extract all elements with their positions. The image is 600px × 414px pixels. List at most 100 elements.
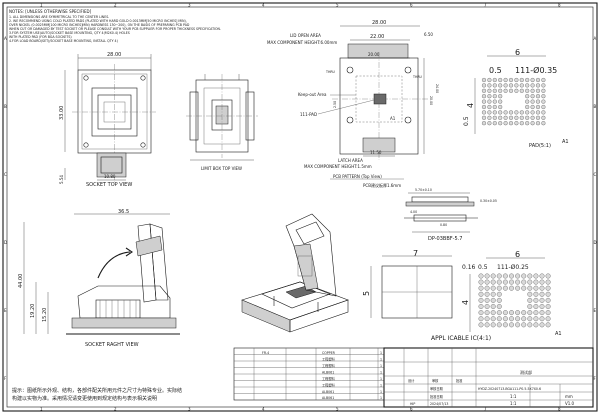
socket-top-view: 28.00 33.00 5.54 10.80 SOCKET TOP VIEW <box>59 52 156 188</box>
ball-pad <box>530 88 535 93</box>
tb-scale: 1:1 <box>510 394 517 399</box>
ruler-label: 5 <box>336 2 339 7</box>
ic-dim-6: 6 <box>515 250 520 259</box>
pad-dim-4: 4 <box>466 103 475 108</box>
thru-label: THRU <box>412 75 423 79</box>
ball-pad <box>521 310 527 316</box>
ball-pad <box>521 279 527 285</box>
ball-pad <box>527 291 533 297</box>
side-dim: 24.00 <box>435 84 439 93</box>
tb-sheet: 1:1 <box>510 401 517 406</box>
ball-pad <box>478 304 484 309</box>
tb-approve: 批准日期 <box>430 394 443 399</box>
ball-pad <box>487 121 492 126</box>
side-dim-1520: 15.20 <box>42 308 48 322</box>
ruler-label: 7 <box>484 2 487 7</box>
dim-bottom-label: 10.80 <box>104 174 116 179</box>
ball-pad <box>514 121 519 126</box>
ball-pad <box>519 110 524 115</box>
ball-pad <box>509 322 514 328</box>
ruler-label: 3 <box>188 407 191 412</box>
bom-cell: 1 <box>380 384 382 388</box>
ic-dim-7: 7 <box>413 249 418 258</box>
pcb-a1-label: A1 <box>390 116 396 121</box>
ball-pad <box>481 83 487 88</box>
ball-pad <box>508 121 514 126</box>
ball-pad <box>530 110 535 115</box>
side-dim: 2.50 <box>333 101 337 108</box>
ball-pad <box>487 115 492 120</box>
ruler-label: E <box>4 308 7 313</box>
ball-pad <box>519 88 524 93</box>
ruler-label: 4 <box>262 407 265 412</box>
ball-pad <box>509 316 514 322</box>
part-dim: 0.80 <box>440 223 447 227</box>
dim-width-label: 28.00 <box>107 52 121 58</box>
notes-block: NOTES: [UNLESS OTHERWISE SPECIFIED] 1. A… <box>9 9 221 43</box>
ball-pad <box>541 83 546 88</box>
ball-pad <box>535 99 541 104</box>
ball-pad <box>530 121 535 126</box>
dim-22-label: 22.00 <box>370 34 384 40</box>
ruler-label: 6 <box>410 2 413 7</box>
ball-pad <box>521 273 527 279</box>
ball-pad <box>527 310 533 316</box>
footer-note: 提示：图纸所示外观、结构，各部件配关所用元件之尺寸为特殊专业。实际结 构建以实物… <box>12 387 182 402</box>
ball-pad <box>535 77 541 83</box>
ruler-label: A <box>4 36 7 41</box>
mount-hole <box>404 116 412 124</box>
pad-spec: 111-Ø0.35 <box>515 65 557 75</box>
ball-pad <box>490 304 496 309</box>
ball-pad <box>541 99 546 104</box>
note-line: OVER NICKEL (0.0025MM[100 MICRO INCHES]M… <box>9 23 190 27</box>
mount-hole <box>404 66 412 74</box>
tb-date-label: 审核日期 <box>430 386 443 391</box>
ruler-label: 2 <box>114 407 117 412</box>
ball-pad <box>527 304 533 309</box>
pad-dim-6: 6 <box>515 48 520 57</box>
ball-pad <box>502 285 508 291</box>
ball-pad <box>487 77 492 83</box>
ball-pad <box>484 316 490 322</box>
dim-1150-label: 11.50 <box>370 150 382 155</box>
ball-pad <box>492 110 497 115</box>
ball-pad <box>541 77 546 83</box>
ball-pad <box>539 316 545 322</box>
tb-mark: HIP <box>410 402 415 406</box>
note-line: WITH PLATED PAD (FOR BGA SOCKETS) <box>9 35 72 39</box>
ball-pad <box>525 104 530 110</box>
ruler-label: 4 <box>262 2 265 7</box>
ball-pad <box>545 279 551 285</box>
ball-pad <box>478 316 484 322</box>
dim-height-label: 33.00 <box>59 106 65 120</box>
ball-pad <box>514 110 519 115</box>
pad-a1-label: A1 <box>562 139 569 145</box>
ball-pad <box>533 285 539 291</box>
part-dim: 0.30±0.05 <box>480 199 497 203</box>
pcb-pattern-view: LID OPEN AREA MAX COMPONENT HEIGHT:6.00m… <box>267 20 439 188</box>
ball-pad <box>539 285 545 291</box>
tb-version: V1.0 <box>565 401 575 406</box>
ball-pad <box>527 285 533 291</box>
thru-label: THRU <box>325 70 336 74</box>
dim-28-label: 28.00 <box>372 20 386 26</box>
latch-area <box>362 137 396 153</box>
ball-pad <box>484 322 490 328</box>
tb-unit: mm <box>565 394 573 399</box>
tb-hdr: 设计 <box>408 378 415 383</box>
ball-pad <box>533 273 539 279</box>
ball-pad <box>502 322 508 328</box>
ball-pad <box>527 316 533 322</box>
ball-pad <box>478 291 484 297</box>
ball-pad <box>533 304 539 309</box>
ball-pad <box>492 104 497 110</box>
ball-pad <box>484 297 490 303</box>
ball-pad <box>481 88 487 93</box>
ball-pad <box>515 316 521 322</box>
ball-pad <box>509 279 514 285</box>
tb-drawing-no: HYDZ-20240713-BGA111-P0.5-5X7X0.6 <box>478 387 541 391</box>
ruler-label: F <box>4 376 7 381</box>
ball-pad <box>535 121 541 126</box>
rotation-arrow <box>97 251 131 279</box>
